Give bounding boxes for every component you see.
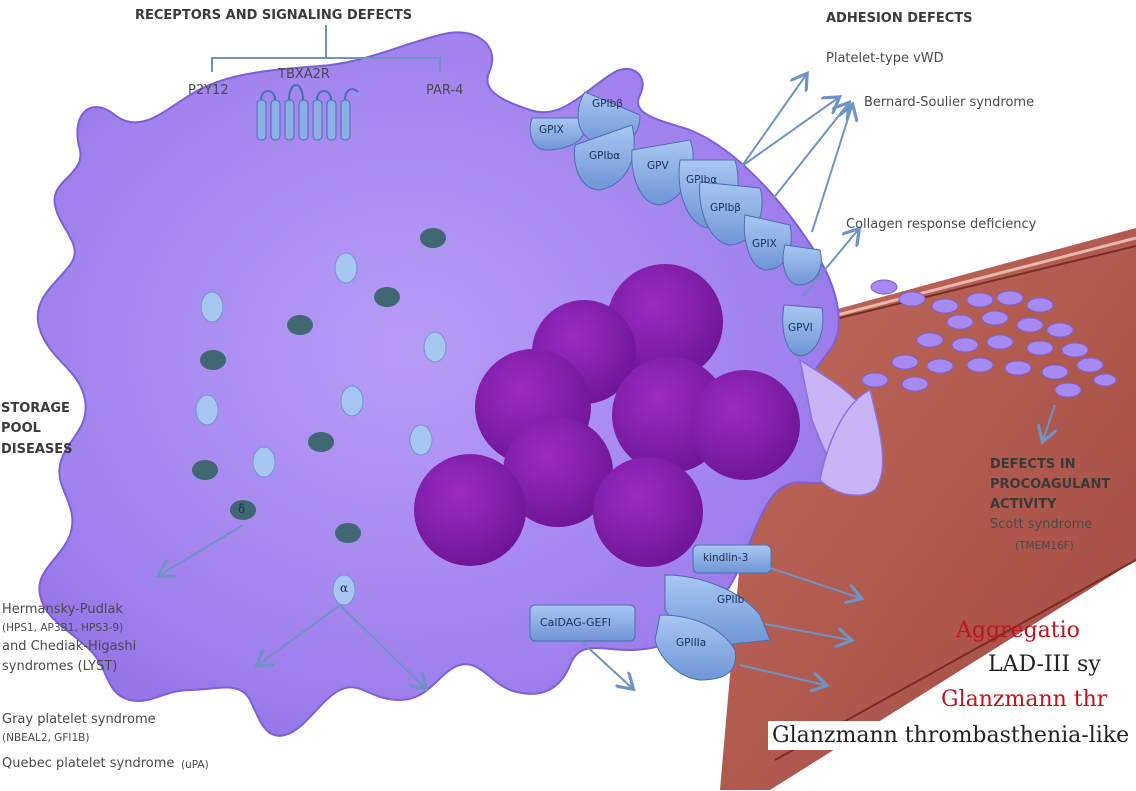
disorder-hp-line4: syndromes (LYST) — [2, 660, 117, 675]
gp-label-gpiiia: GPIIIa — [676, 637, 706, 649]
alpha-granule-label: α — [340, 581, 348, 595]
disorder-gray-line2: (NBEAL2, GFI1B) — [2, 732, 89, 744]
disorder-hp-line1: Hermansky-Pudlak — [2, 603, 123, 618]
disorder-hp-line2: (HPS1, AP3B1, HPS3-9) — [2, 622, 123, 634]
disorder-platelet-vwd: Platelet-type vWD — [826, 52, 944, 67]
disorder-gray-line1: Gray platelet syndrome — [2, 713, 156, 728]
overlay-glanzmann-like: Glanzmann thrombasthenia-like — [768, 721, 1133, 750]
storage-header-line3: DISEASES — [1, 443, 73, 458]
disorder-scott: Scott syndrome — [990, 518, 1092, 533]
receptor-p2y12: P2Y12 — [188, 84, 229, 99]
disorder-hp-line3: and Chediak-Higashi — [2, 640, 136, 655]
gp-label-gpibb-2: GPIbβ — [710, 202, 741, 214]
gp-label-gpix-1: GPIX — [539, 124, 564, 136]
delta-granule-label: δ — [238, 502, 245, 516]
receptor-par4: PAR-4 — [426, 84, 463, 99]
procoag-header-line2: PROCOAGULANT — [990, 478, 1110, 493]
disorder-bernard-soulier: Bernard-Soulier syndrome — [864, 96, 1034, 111]
overlay-aggregation: Aggregatio — [956, 618, 1080, 643]
gp-label-gpibb-1: GPIbβ — [592, 98, 623, 110]
gp-label-caldag: CalDAG-GEFI — [540, 616, 611, 629]
disorder-scott-gene: (TMEM16F) — [1015, 540, 1074, 552]
gp-label-gpv: GPV — [647, 160, 669, 172]
disorder-quebec-gene: (uPA) — [181, 759, 209, 771]
overlay-lad: LAD-III sy — [988, 652, 1101, 677]
disorder-collagen: Collagen response deficiency — [846, 218, 1036, 233]
adhesion-header: ADHESION DEFECTS — [826, 12, 972, 27]
gp-label-gpiba-2: GPIbα — [686, 174, 717, 186]
gp-label-gpiba-1: GPIbα — [589, 150, 620, 162]
overlay-glanzmann: Glanzmann thr — [941, 687, 1107, 712]
procoag-header-line3: ACTIVITY — [990, 498, 1057, 513]
disorder-quebec: Quebec platelet syndrome — [2, 757, 174, 772]
procoag-header-line1: DEFECTS IN — [990, 458, 1075, 473]
gp-label-kindlin: kindlin-3 — [703, 552, 748, 564]
gp-label-gpiib: GPIIb — [717, 594, 744, 606]
storage-header-line2: POOL — [1, 422, 41, 437]
gp-label-gpvi: GPVI — [788, 322, 813, 334]
receptors-header: RECEPTORS AND SIGNALING DEFECTS — [135, 9, 412, 24]
gp-label-gpix-2: GPIX — [752, 238, 777, 250]
storage-header-line1: STORAGE — [1, 402, 70, 417]
receptor-tbxa2r: TBXA2R — [278, 68, 330, 83]
